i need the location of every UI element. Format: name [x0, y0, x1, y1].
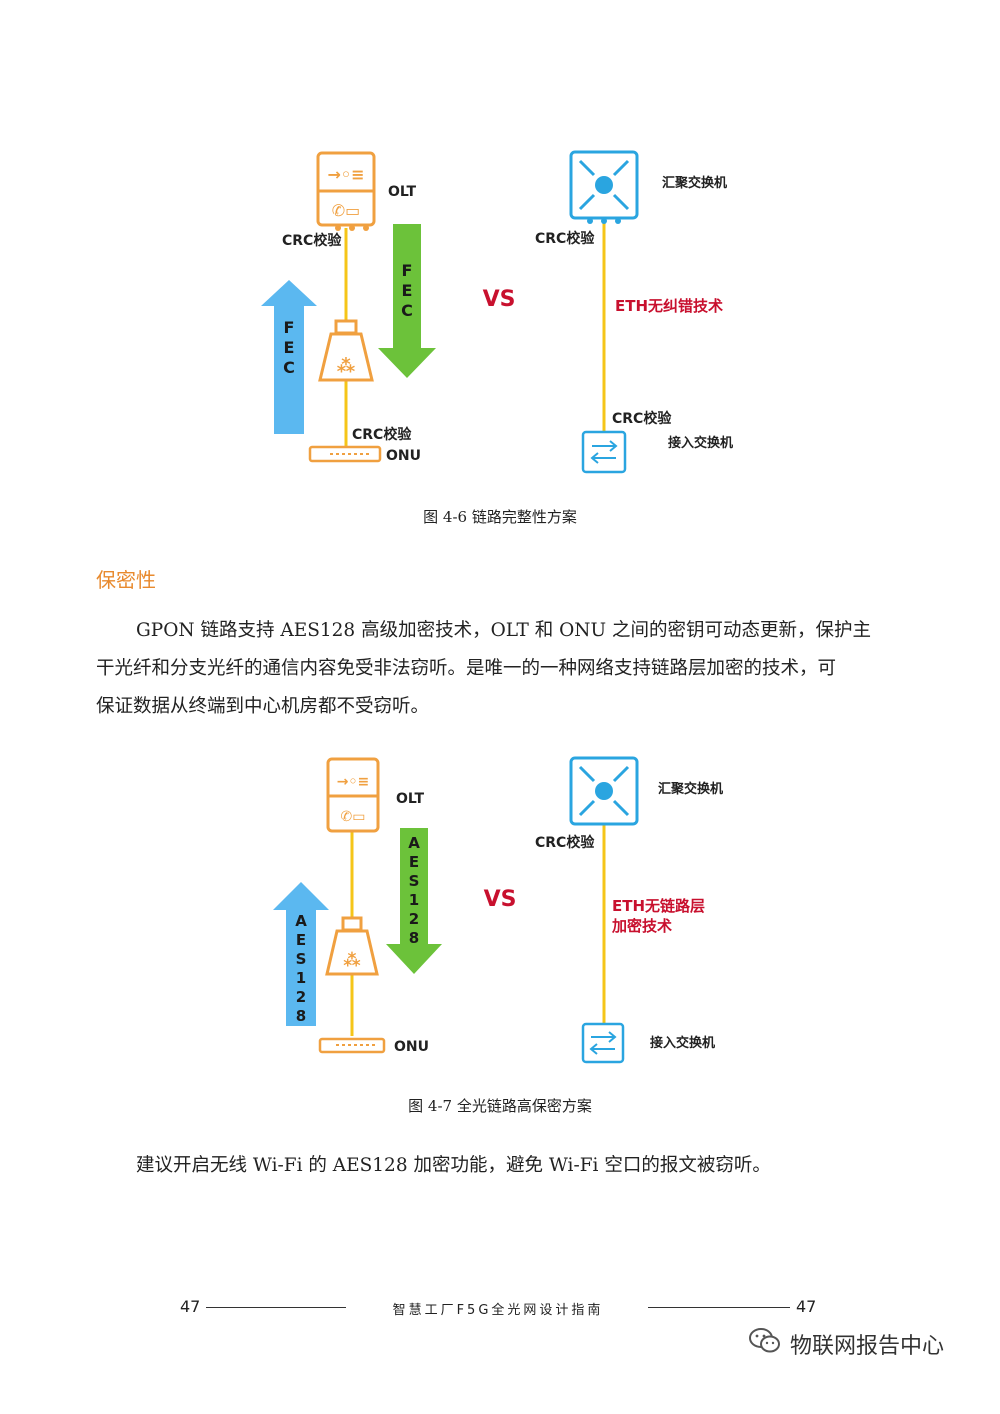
- aes128-down-arrow: A E S 1 2 8: [386, 828, 442, 974]
- footer-rule-right: [648, 1307, 790, 1308]
- olt-label: OLT: [388, 184, 417, 200]
- access-switch-label: 接入交换机: [668, 435, 733, 451]
- paragraph-line: GPON 链路支持 AES128 高级加密技术，OLT 和 ONU 之间的密钥可…: [136, 620, 871, 641]
- eth-note: ETH无纠错技术: [615, 297, 723, 315]
- svg-text:E: E: [284, 338, 295, 357]
- svg-text:E: E: [402, 281, 413, 300]
- closing-paragraph: 建议开启无线 Wi-Fi 的 AES128 加密功能，避免 Wi-Fi 空口的报…: [136, 1155, 771, 1176]
- eth-note-line2: 加密技术: [611, 917, 672, 935]
- eth-note-line1: ETH无链路层: [612, 897, 705, 915]
- figure-link-integrity: →◦≡ ✆▭ OLT CRC校验 ⁂ CRC校验 ONU F E C F: [0, 140, 1000, 490]
- access-switch-icon: [581, 1022, 625, 1064]
- paragraph-line: 干光纤和分支光纤的通信内容免受非法窃听。是唯一的一种网络支持链路层加密的技术，可: [96, 658, 837, 679]
- crc-bottom-right-label: CRC校验: [612, 410, 672, 427]
- olt-label: OLT: [396, 791, 425, 807]
- svg-text:✆▭: ✆▭: [341, 809, 366, 825]
- section-paragraph: GPON 链路支持 AES128 高级加密技术，OLT 和 ONU 之间的密钥可…: [96, 612, 904, 726]
- footer-title: 智慧工厂F5G全光网设计指南: [392, 1303, 604, 1318]
- svg-text:✆▭: ✆▭: [332, 201, 361, 220]
- figure-encryption: →◦≡ ✆▭ OLT ⁂ ONU A E S 1 2 8 A E S: [0, 745, 1000, 1075]
- fec-up-arrow: F E C: [261, 280, 317, 434]
- olt-device-icon: →◦≡ ✆▭: [326, 757, 380, 833]
- onu-device-icon: [318, 1037, 386, 1054]
- aggregation-switch-icon: [569, 150, 639, 224]
- splitter-icon: ⁂: [325, 916, 379, 976]
- footer-rule-left: [206, 1307, 346, 1308]
- onu-label: ONU: [386, 448, 421, 464]
- watermark-text: 物联网报告中心: [790, 1334, 945, 1359]
- figure-encryption-diagram: →◦≡ ✆▭ OLT ⁂ ONU A E S 1 2 8 A E S: [273, 756, 723, 1064]
- figure2-caption: 图 4-7 全光链路高保密方案: [408, 1097, 592, 1115]
- crc-bottom-label: CRC校验: [352, 426, 412, 443]
- agg-switch-label: 汇聚交换机: [658, 781, 723, 797]
- svg-text:A: A: [295, 912, 307, 930]
- svg-text:1: 1: [409, 891, 419, 909]
- svg-text:C: C: [283, 358, 295, 377]
- splitter-icon: ⁂: [318, 319, 374, 382]
- fec-down-arrow: F E C: [378, 224, 436, 378]
- aggregation-switch-icon: [569, 756, 639, 826]
- paragraph-line: 保证数据从终端到中心机房都不受窃听。: [96, 696, 430, 717]
- aes128-up-arrow: A E S 1 2 8: [273, 882, 329, 1026]
- watermark: 物联网报告中心: [748, 1327, 944, 1361]
- svg-text:S: S: [296, 950, 307, 968]
- onu-label: ONU: [394, 1039, 429, 1055]
- figure1-caption: 图 4-6 链路完整性方案: [423, 508, 577, 526]
- svg-text:S: S: [409, 872, 420, 890]
- onu-device-icon: [308, 445, 382, 463]
- vs-label: VS: [483, 287, 516, 312]
- svg-text:2: 2: [409, 910, 419, 928]
- vs-label: VS: [484, 887, 517, 912]
- svg-text:⁂: ⁂: [343, 951, 361, 971]
- crc-top-label: CRC校验: [282, 232, 342, 249]
- svg-text:C: C: [401, 301, 413, 320]
- svg-text:A: A: [408, 834, 420, 852]
- agg-switch-label: 汇聚交换机: [662, 175, 727, 191]
- svg-text:8: 8: [409, 929, 419, 947]
- crc-top-right-label: CRC校验: [535, 230, 595, 247]
- figure-link-integrity-diagram: →◦≡ ✆▭ OLT CRC校验 ⁂ CRC校验 ONU F E C F: [261, 150, 733, 474]
- svg-text:1: 1: [296, 969, 306, 987]
- svg-text:F: F: [284, 318, 295, 337]
- svg-text:E: E: [409, 853, 419, 871]
- crc-top-right-label: CRC校验: [535, 834, 595, 851]
- olt-device-icon: →◦≡ ✆▭: [316, 151, 376, 231]
- svg-text:E: E: [296, 931, 306, 949]
- svg-text:F: F: [402, 261, 413, 280]
- page-number-right: 47: [796, 1297, 817, 1316]
- svg-text:→◦≡: →◦≡: [327, 165, 364, 184]
- access-switch-icon: [581, 430, 627, 474]
- wechat-icon: [748, 1327, 782, 1361]
- page-number-left: 47: [180, 1297, 201, 1316]
- svg-text:8: 8: [296, 1007, 306, 1025]
- access-switch-label: 接入交换机: [650, 1035, 715, 1051]
- svg-text:→◦≡: →◦≡: [337, 774, 369, 790]
- svg-text:⁂: ⁂: [337, 356, 356, 377]
- svg-text:2: 2: [296, 988, 306, 1006]
- section-title: 保密性: [96, 568, 156, 592]
